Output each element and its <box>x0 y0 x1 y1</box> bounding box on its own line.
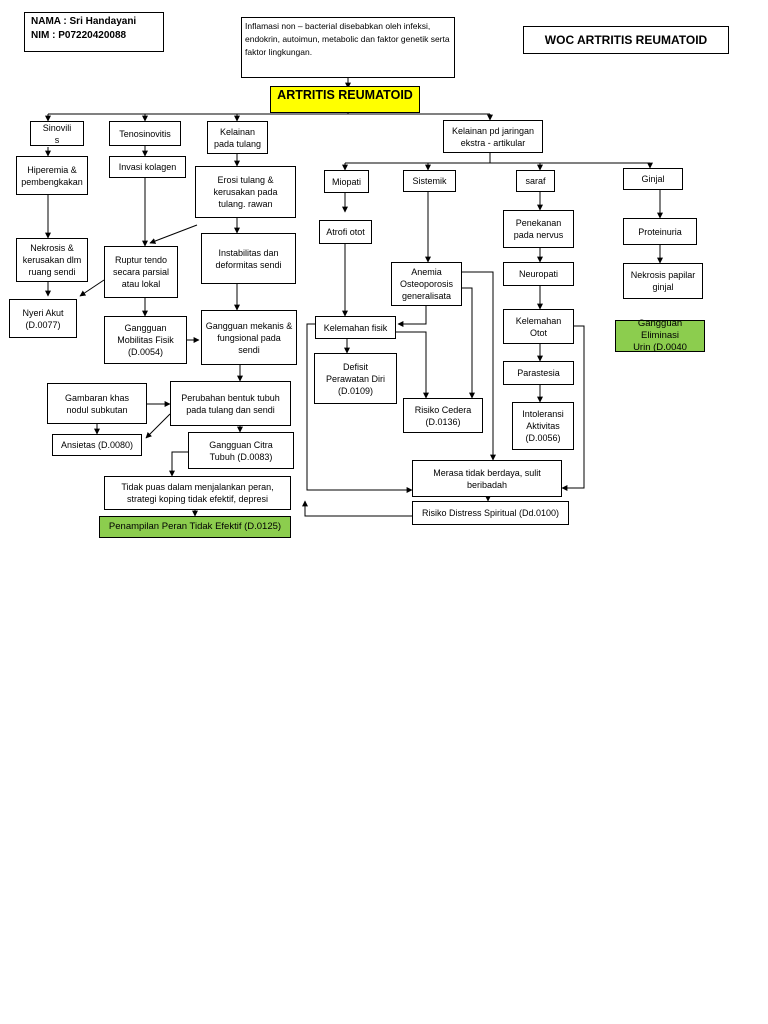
arrow-ruptur-nyeri <box>79 279 105 297</box>
node-nekrosis-papilar: Nekrosis papilar ginjal <box>623 263 703 299</box>
node-defisit: Defisit Perawatan Diri (D.0109) <box>314 353 397 404</box>
node-anemia: Anemia Osteoporosis generalisata <box>391 262 462 306</box>
node-mobilitas: Gangguan Mobilitas Fisik (D.0054) <box>104 316 187 364</box>
node-sistemik: Sistemik <box>403 170 456 192</box>
node-tenosinovitis: Tenosinovitis <box>109 121 181 146</box>
node-kelemahan-fisik: Kelemahan fisik <box>315 316 396 339</box>
node-penekanan: Penekanan pada nervus <box>503 210 574 248</box>
page-title: WOC ARTRITIS REUMATOID <box>523 26 729 54</box>
node-atrofi: Atrofi otot <box>319 220 372 244</box>
node-citra-tubuh: Gangguan Citra Tubuh (D.0083) <box>188 432 294 469</box>
student-name: NAMA : Sri Handayani <box>31 16 137 27</box>
node-merasa: Merasa tidak berdaya, sulit beribadah <box>412 460 562 497</box>
arrow-otot-merasa <box>561 325 585 491</box>
node-ansietas: Ansietas (D.0080) <box>52 434 142 456</box>
node-kelemahan-otot: Kelemahan Otot <box>503 309 574 344</box>
node-gambaran: Gambaran khas nodul subkutan <box>47 383 147 424</box>
node-kelainan-ekstra: Kelainan pd jaringan ekstra - artikular <box>443 120 543 153</box>
arrow-distress-tidakpuas <box>302 500 412 517</box>
node-nekrosis: Nekrosis & kerusakan dlm ruang sendi <box>16 238 88 282</box>
node-sinovilis: Sinovili s <box>30 121 84 146</box>
node-saraf: saraf <box>516 170 555 192</box>
main-condition-box: ARTRITIS REUMATOID <box>270 86 420 113</box>
arrow-kelemahan-risiko <box>396 331 429 399</box>
node-penampilan-peran: Penampilan Peran Tidak Efektif (D.0125) <box>99 516 291 538</box>
node-parastesia: Parastesia <box>503 361 574 385</box>
node-ginjal: Ginjal <box>623 168 683 190</box>
arrow-citra-tidakpuas <box>169 451 188 477</box>
arrow-anemia-merasa <box>462 271 496 461</box>
node-risiko-cedera: Risiko Cedera (D.0136) <box>403 398 483 433</box>
node-nyeri-akut: Nyeri Akut (D.0077) <box>9 299 77 338</box>
node-perubahan: Perubahan bentuk tubuh pada tulang dan s… <box>170 381 291 426</box>
arrow-anemia-kelemahan <box>397 306 427 327</box>
arrow-perubahan-ansietas <box>145 413 171 439</box>
arrow-kelemahan-merasa <box>306 323 413 493</box>
node-neuropati: Neuropati <box>503 262 574 286</box>
node-ruptur: Ruptur tendo secara parsial atau lokal <box>104 246 178 298</box>
node-hiperemia: Hiperemia & pembengkakan <box>16 156 88 195</box>
node-intoleransi: Intoleransi Aktivitas (D.0056) <box>512 402 574 450</box>
node-proteinuria: Proteinuria <box>623 218 697 245</box>
node-mekanis: Gangguan mekanis & fungsional pada sendi <box>201 310 297 365</box>
node-kelainan-tulang: Kelainan pada tulang <box>207 121 268 154</box>
student-nim: NIM : P07220420088 <box>31 30 127 41</box>
node-tidak-puas: Tidak puas dalam menjalankan peran, stra… <box>104 476 291 510</box>
definition-box: Inflamasi non – bacterial disebabkan ole… <box>241 17 455 78</box>
node-invasi: Invasi kolagen <box>109 156 186 178</box>
node-eliminasi-urin: Gangguan Eliminasi Urin (D.0040 <box>615 318 705 353</box>
node-distress: Risiko Distress Spiritual (Dd.0100) <box>412 501 569 525</box>
arrow-anemia-risiko <box>462 287 475 399</box>
node-erosi: Erosi tulang & kerusakan pada tulang. ra… <box>195 166 296 218</box>
node-instabilitas: Instabilitas dan deformitas sendi <box>201 233 296 284</box>
arrow-erosi-ruptur <box>149 224 198 244</box>
node-miopati: Miopati <box>324 170 369 193</box>
